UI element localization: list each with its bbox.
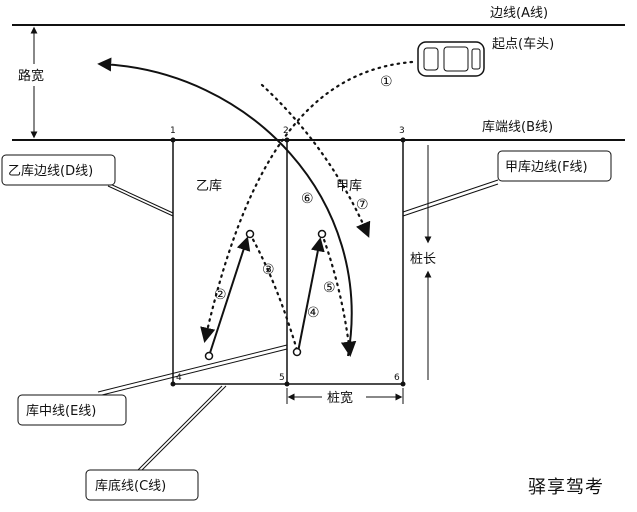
bay-b-side-label: 乙库边线(D线) bbox=[8, 163, 93, 179]
point-label-6: 6 bbox=[394, 373, 400, 383]
bay-a-side-leader bbox=[402, 179, 499, 213]
line-b-label: 库端线(B线) bbox=[482, 119, 553, 135]
step-1-label: ① bbox=[380, 74, 393, 90]
watermark-text: 驿享驾考 bbox=[528, 477, 604, 498]
start-point-label: 起点(车头) bbox=[492, 36, 554, 52]
line-c-callout bbox=[85, 469, 199, 501]
corner-points bbox=[170, 137, 406, 387]
bay-b-label: 乙库 bbox=[196, 178, 222, 194]
step-2-label: ② bbox=[214, 287, 227, 303]
point-label-5: 5 bbox=[279, 373, 285, 383]
trajectory-3-dotted bbox=[248, 232, 299, 352]
line-e-label: 库中线(E线) bbox=[26, 403, 96, 419]
trajectory-solid-arc bbox=[97, 57, 353, 357]
line-e-callout bbox=[17, 394, 127, 426]
trajectory-4-solid bbox=[297, 237, 325, 353]
line-c-leader bbox=[137, 385, 223, 471]
point-label-3: 3 bbox=[399, 126, 405, 136]
trajectory-5-dotted bbox=[320, 232, 357, 358]
step-7-label: ⑦ bbox=[356, 197, 369, 213]
road-width-label: 路宽 bbox=[18, 68, 44, 84]
trajectory-2-solid bbox=[208, 236, 251, 357]
car-icon bbox=[417, 41, 485, 77]
bay-a-side-callout bbox=[497, 150, 612, 182]
bay-a-label: 甲库 bbox=[336, 178, 362, 194]
step-5-label: ⑤ bbox=[323, 280, 336, 296]
point-label-4: 4 bbox=[176, 373, 182, 383]
bay-a-side-label: 甲库边线(F线) bbox=[505, 159, 588, 175]
point-label-2: 2 bbox=[283, 126, 289, 136]
bay-b-side-callout bbox=[1, 154, 116, 186]
pile-length-label: 桩长 bbox=[410, 252, 436, 267]
bay-b-side-leader bbox=[107, 182, 174, 214]
line-e-leader bbox=[97, 344, 288, 393]
step-4-label: ④ bbox=[307, 305, 320, 321]
point-label-1: 1 bbox=[170, 126, 176, 136]
step-6-label: ⑥ bbox=[301, 191, 314, 207]
pile-width-label: 桩宽 bbox=[327, 390, 353, 406]
line-a-label: 边线(A线) bbox=[490, 6, 548, 21]
trajectory-7-dotted bbox=[260, 83, 371, 238]
line-c-label: 库底线(C线) bbox=[95, 478, 166, 494]
trajectory-1-dotted bbox=[200, 60, 414, 344]
step-3-label: ③ bbox=[262, 262, 275, 278]
